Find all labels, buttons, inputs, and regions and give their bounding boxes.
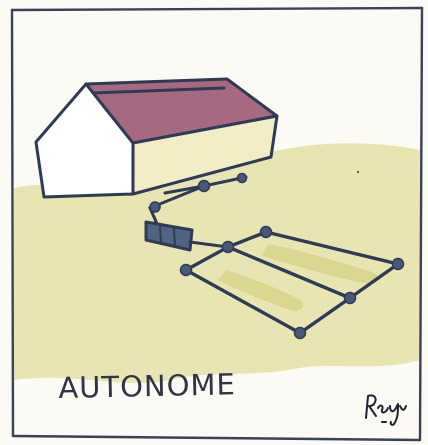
caption: AUTONOME bbox=[58, 367, 236, 405]
artist-signature bbox=[360, 388, 412, 428]
